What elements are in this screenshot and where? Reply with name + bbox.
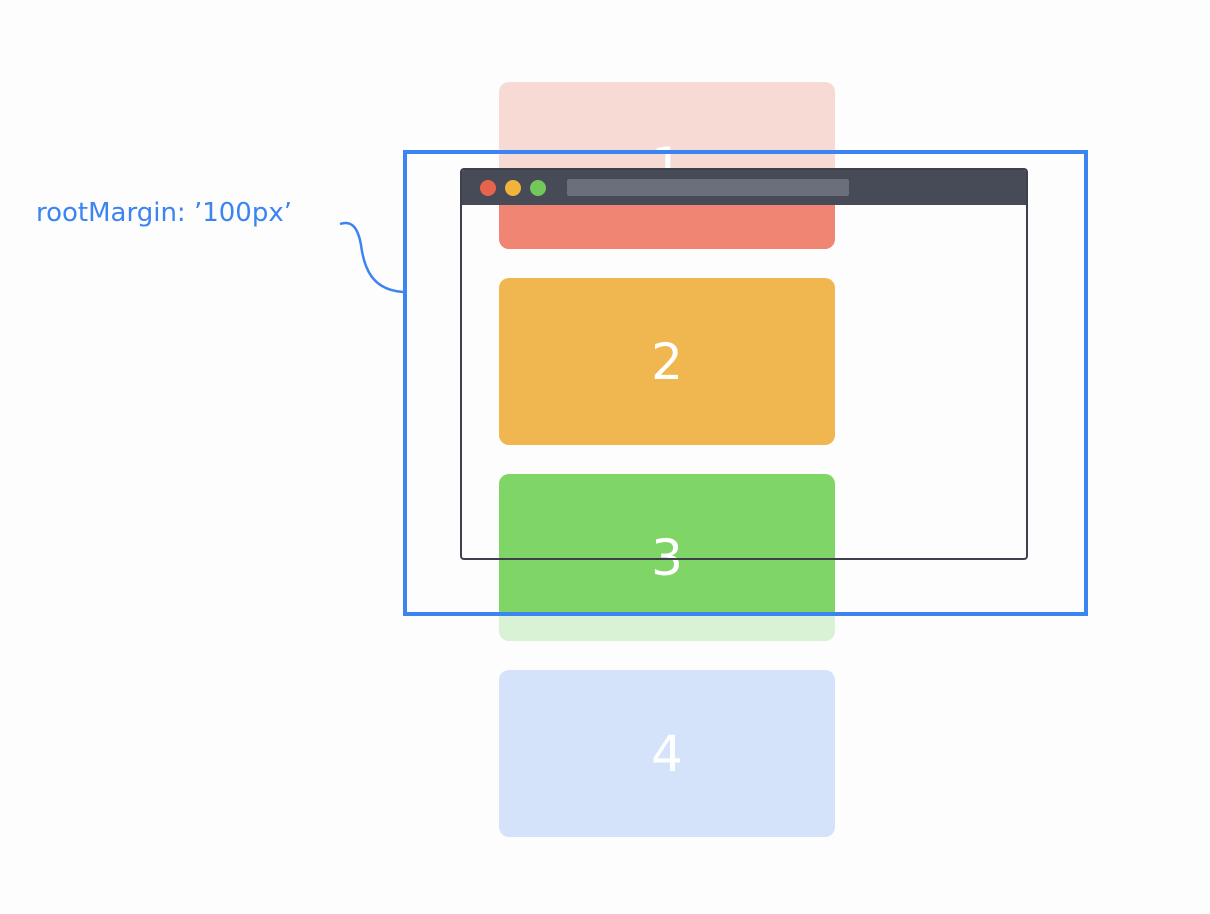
minimize-dot-icon — [505, 180, 521, 196]
card-2: 2 — [499, 278, 835, 445]
card-1-visible-part — [499, 204, 835, 249]
browser-titlebar — [462, 170, 1026, 205]
card-4-number: 4 — [651, 724, 683, 783]
connector-line — [339, 221, 404, 294]
maximize-dot-icon — [530, 180, 546, 196]
card-2-number: 2 — [651, 332, 683, 391]
card-1: 1 — [499, 82, 835, 249]
card-4: 4 — [499, 670, 835, 837]
root-margin-label: rootMargin: ’100px’ — [36, 198, 293, 228]
root-margin-box — [403, 150, 1088, 616]
card-1-number-clip: 1 — [499, 82, 835, 172]
address-bar — [567, 179, 849, 196]
browser-window — [460, 168, 1028, 560]
close-dot-icon — [480, 180, 496, 196]
card-3-number: 3 — [651, 528, 683, 587]
card-1-number: 1 — [651, 137, 683, 172]
card-3-visible-part — [499, 474, 835, 613]
